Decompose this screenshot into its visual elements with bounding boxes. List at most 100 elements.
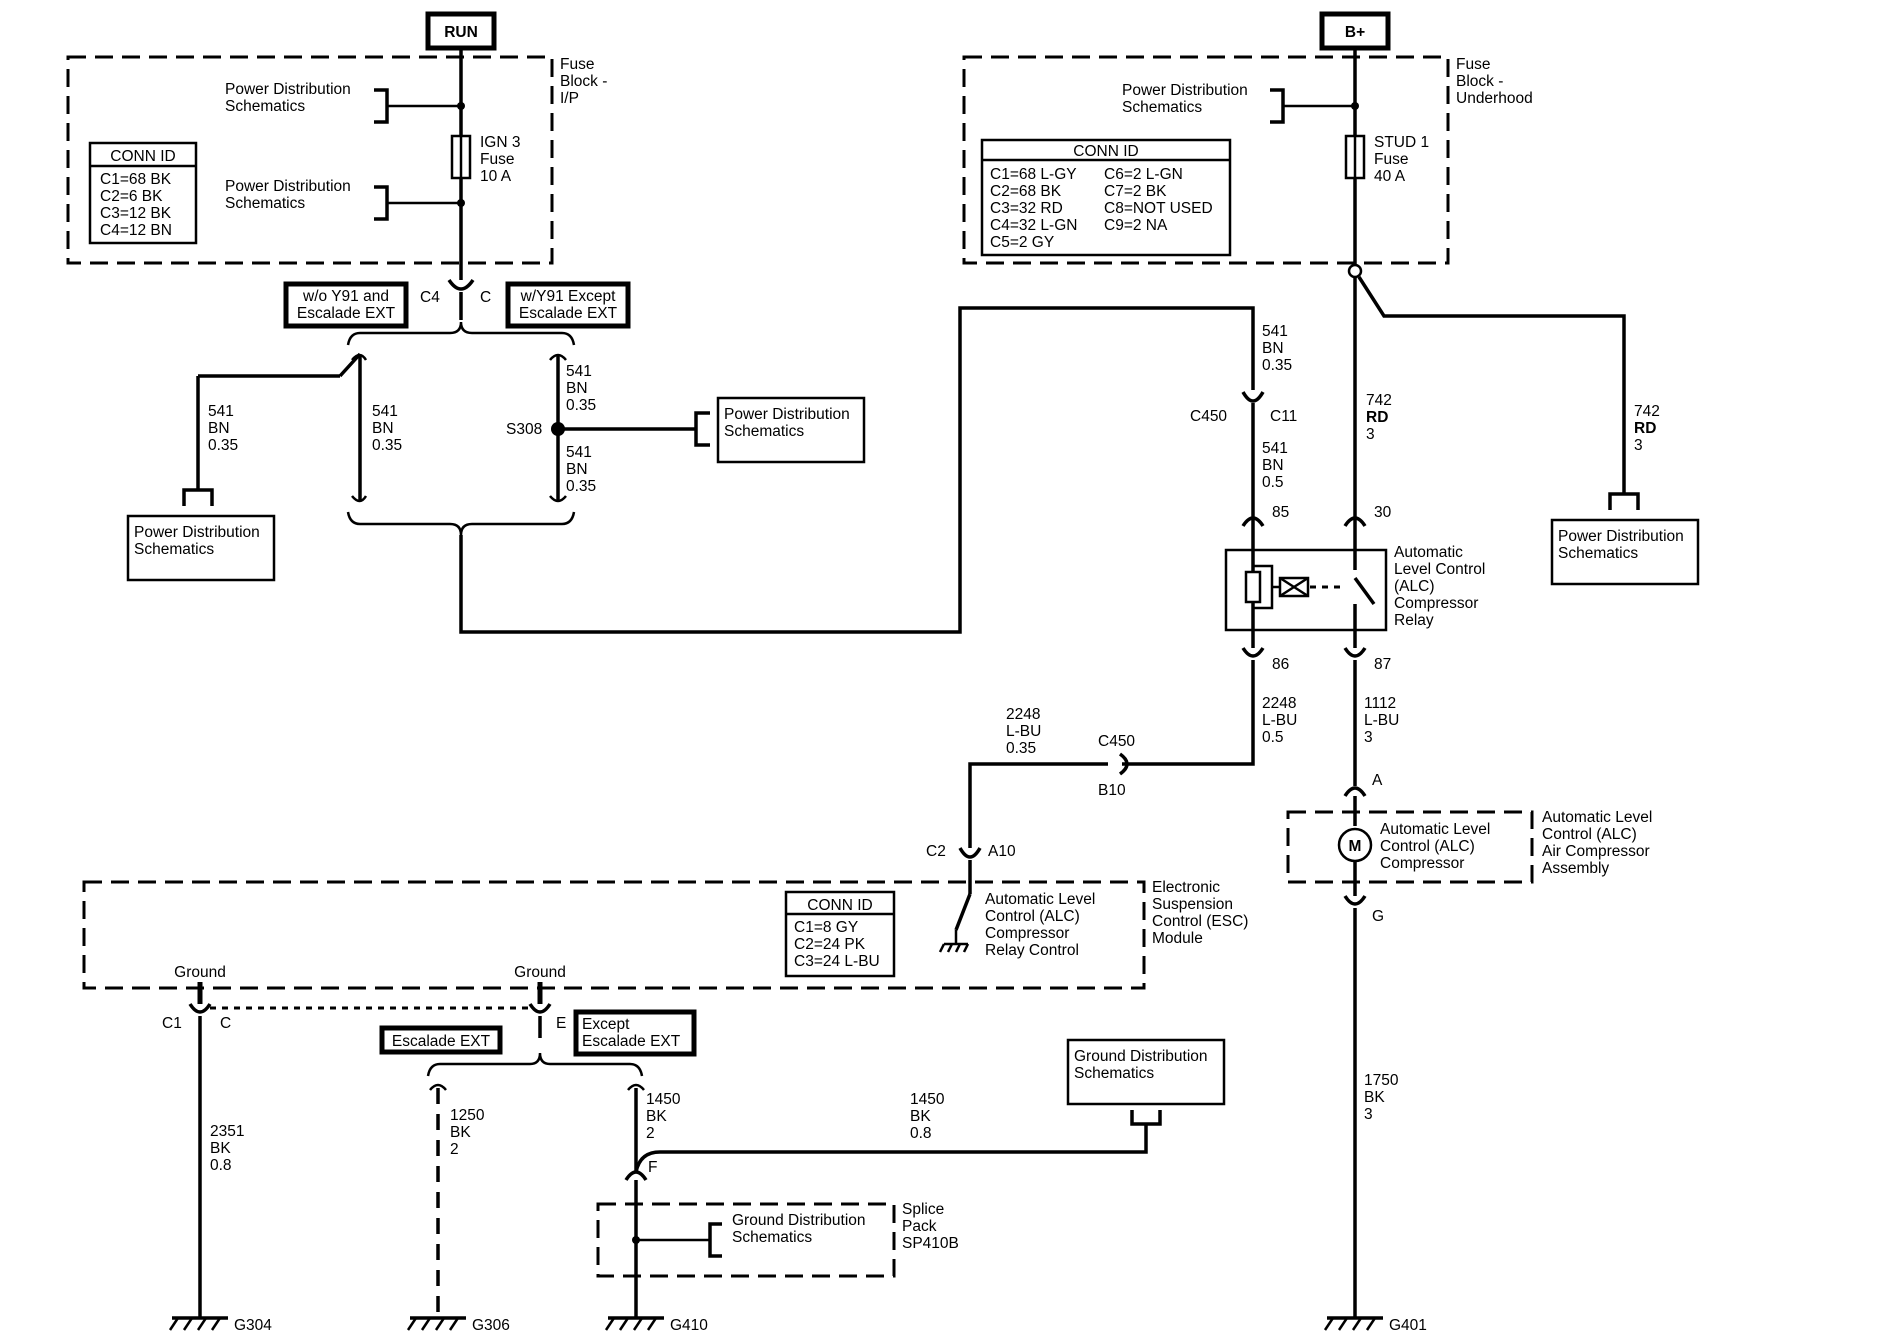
svg-text:C4=32 L-GN: C4=32 L-GN: [990, 217, 1077, 234]
pds-bracket-ip-2: [374, 185, 389, 221]
svg-text:0.35: 0.35: [566, 478, 596, 495]
svg-text:I/P: I/P: [560, 90, 579, 107]
svg-text:541: 541: [566, 444, 592, 461]
conn-id-3-rows: C1=8 GY C2=24 PK C3=24 L-BU: [794, 919, 880, 970]
svg-text:Schematics: Schematics: [732, 1229, 812, 1246]
svg-text:2: 2: [646, 1125, 655, 1142]
ground-symbol-g401: [1323, 1316, 1383, 1331]
ground-symbol-g410: [604, 1316, 664, 1331]
bplus-source-label: B+: [1345, 24, 1365, 41]
svg-text:1112: 1112: [1364, 695, 1396, 712]
svg-text:BN: BN: [566, 380, 588, 397]
option-w-y91-box: [505, 281, 631, 329]
relay-pin-86: [1241, 647, 1265, 658]
run-source-label: RUN: [444, 24, 478, 41]
pin-85-label: 85: [1272, 504, 1289, 521]
svg-text:C9=2 NA: C9=2 NA: [1104, 217, 1168, 234]
svg-text:Control (ALC): Control (ALC): [1542, 826, 1637, 843]
svg-text:Compressor: Compressor: [1394, 595, 1478, 612]
svg-text:Except: Except: [582, 1016, 630, 1033]
wire-1450-b-label: 1450 BK 0.8: [910, 1091, 945, 1142]
option-brace-top: [346, 321, 576, 346]
svg-text:1250: 1250: [450, 1107, 485, 1124]
option-except-escalade-label: Except Escalade EXT: [582, 1016, 681, 1050]
svg-text:3: 3: [1366, 426, 1375, 443]
wire-541-mid-label: 541 BN 0.35: [372, 403, 402, 454]
svg-text:Level Control: Level Control: [1394, 561, 1485, 578]
svg-text:2: 2: [450, 1141, 459, 1158]
pds-s308-box: [716, 396, 866, 464]
conn-id-2-col2: C6=2 L-GN C7=2 BK C8=NOT USED C9=2 NA: [1104, 166, 1213, 234]
svg-text:C6=2 L-GN: C6=2 L-GN: [1104, 166, 1183, 183]
svg-text:0.35: 0.35: [372, 437, 402, 454]
svg-text:BN: BN: [566, 461, 588, 478]
wire-2351-label: 2351 BK 0.8: [210, 1123, 244, 1174]
pds-left-label: Power Distribution Schematics: [134, 524, 260, 558]
svg-text:Power Distribution: Power Distribution: [225, 81, 351, 98]
ign3-fuse-label: IGN 3 Fuse 10 A: [480, 134, 520, 185]
svg-text:Suspension: Suspension: [1152, 896, 1233, 913]
e-label: E: [556, 1015, 566, 1032]
svg-text:Fuse: Fuse: [1456, 56, 1490, 73]
c4-label: C4: [420, 289, 440, 306]
svg-text:BN: BN: [208, 420, 230, 437]
svg-text:Schematics: Schematics: [1558, 545, 1638, 562]
compressor-pin-a: [1343, 786, 1367, 797]
svg-text:C8=NOT USED: C8=NOT USED: [1104, 200, 1213, 217]
wire-1450-b: [634, 1124, 1148, 1173]
svg-text:Pack: Pack: [902, 1218, 937, 1235]
wire-1250-label: 1250 BK 2: [450, 1107, 485, 1158]
svg-text:Ground Distribution: Ground Distribution: [732, 1212, 866, 1229]
fuse-block-ip-box: [66, 55, 554, 265]
gds-splice-label: Ground Distribution Schematics: [732, 1212, 866, 1246]
svg-text:1450: 1450: [646, 1091, 681, 1108]
svg-text:Air Compressor: Air Compressor: [1542, 843, 1650, 860]
compressor-outer-label: Automatic Level Control (ALC) Air Compre…: [1542, 809, 1652, 877]
svg-text:IGN 3: IGN 3: [480, 134, 520, 151]
esc-ground-2-label: Ground: [514, 964, 566, 981]
relay-control-label: Automatic Level Control (ALC) Compressor…: [985, 891, 1095, 959]
svg-text:3: 3: [1634, 437, 1643, 454]
svg-text:Power Distribution: Power Distribution: [724, 406, 850, 423]
pds-bracket-ip-1: [374, 88, 389, 124]
svg-text:0.35: 0.35: [1262, 357, 1292, 374]
svg-text:w/o Y91 and: w/o Y91 and: [302, 288, 389, 305]
svg-text:L-BU: L-BU: [1364, 712, 1399, 729]
svg-text:C4=12 BN: C4=12 BN: [100, 222, 172, 239]
svg-text:Electronic: Electronic: [1152, 879, 1220, 896]
svg-text:Schematics: Schematics: [225, 98, 305, 115]
pds-s308-label: Power Distribution Schematics: [724, 406, 850, 440]
svg-text:C5=2 GY: C5=2 GY: [990, 234, 1054, 251]
svg-text:BN: BN: [372, 420, 394, 437]
svg-text:Control (ALC): Control (ALC): [985, 908, 1080, 925]
conn-id-3-title: CONN ID: [807, 897, 872, 914]
svg-text:BN: BN: [1262, 457, 1284, 474]
conn-id-table-1: [88, 141, 198, 245]
svg-text:541: 541: [566, 363, 592, 380]
esc-module-label: Electronic Suspension Control (ESC) Modu…: [1152, 879, 1248, 947]
svg-text:Block -: Block -: [560, 73, 607, 90]
pds-uh-label: Power Distribution Schematics: [1122, 82, 1248, 116]
pds-right-label: Power Distribution Schematics: [1558, 528, 1684, 562]
svg-text:L-BU: L-BU: [1006, 723, 1041, 740]
svg-text:Compressor: Compressor: [1380, 855, 1464, 872]
svg-text:C1=68 BK: C1=68 BK: [100, 171, 172, 188]
splice-pack-box: [596, 1202, 896, 1278]
svg-text:0.35: 0.35: [1006, 740, 1036, 757]
wire-541-top-label: 541 BN 0.35: [1262, 323, 1292, 374]
c-gnd-label: C: [220, 1015, 231, 1032]
f-connector: [624, 1170, 648, 1181]
svg-text:RD: RD: [1366, 409, 1388, 426]
wire-541-s308-down-label: 541 BN 0.35: [566, 444, 596, 495]
option-wo-y91-box: [283, 281, 409, 329]
svg-text:L-BU: L-BU: [1262, 712, 1297, 729]
fuse-block-uh-label: Fuse Block - Underhood: [1456, 56, 1533, 107]
pin-a-label: A: [1372, 772, 1383, 789]
splice-pack-label: Splice Pack SP410B: [902, 1201, 959, 1252]
b10-label: B10: [1098, 782, 1126, 799]
relay-control-switch: [954, 893, 972, 931]
svg-text:C3=32 RD: C3=32 RD: [990, 200, 1063, 217]
svg-text:Automatic: Automatic: [1394, 544, 1463, 561]
fuse-block-ip-label: Fuse Block - I/P: [560, 56, 607, 107]
